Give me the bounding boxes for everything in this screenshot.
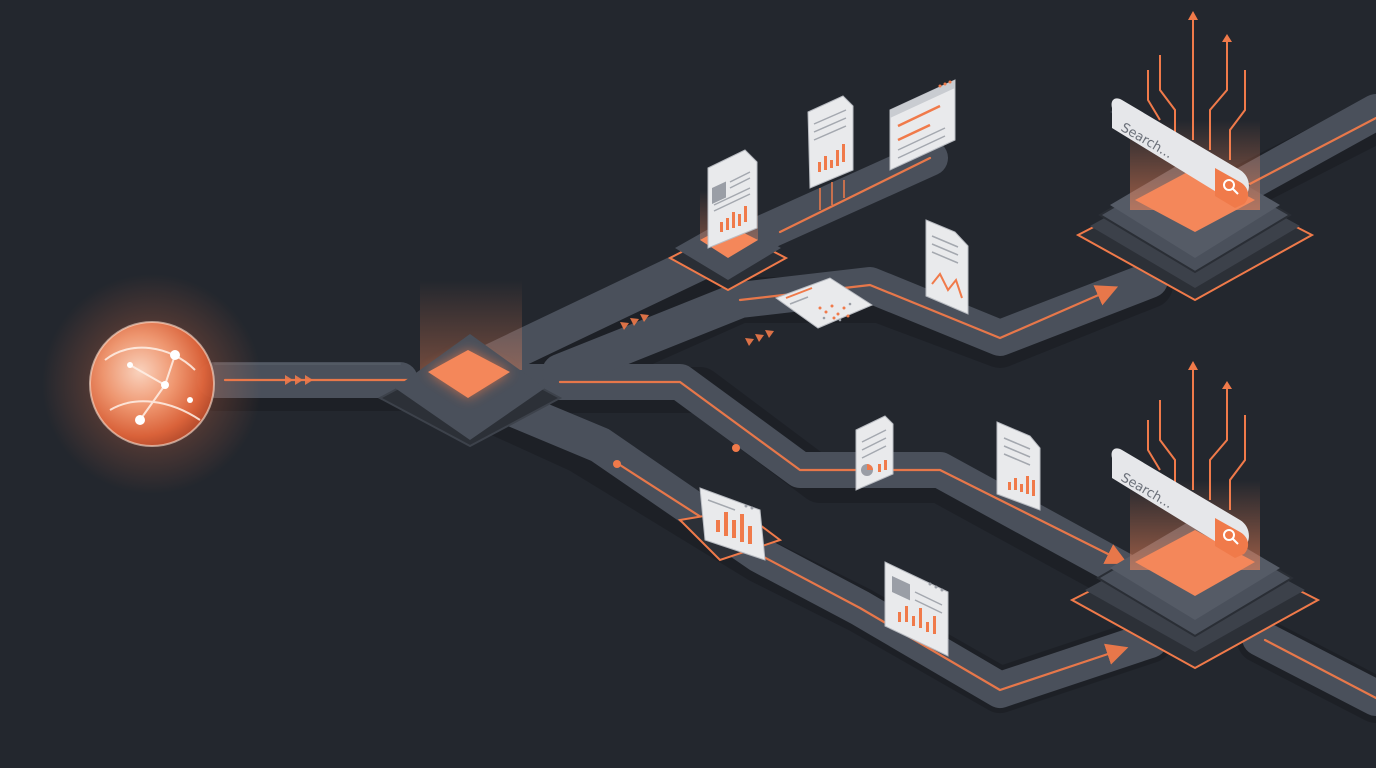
search-station-upper: Search... <box>1075 11 1315 302</box>
browser-window-icon <box>884 561 949 657</box>
browser-window-icon <box>889 79 956 171</box>
document-chart-icon <box>677 487 783 562</box>
document-chart-icon <box>707 149 758 249</box>
search-magnifier-icon <box>1223 529 1239 545</box>
document-chart-icon <box>807 95 854 210</box>
scatter-card-icon <box>774 277 874 329</box>
document-chart-icon <box>925 219 969 315</box>
document-chart-icon <box>996 421 1041 511</box>
document-chart-icon <box>855 415 894 491</box>
search-magnifier-icon <box>1223 179 1239 195</box>
router-hub-icon <box>377 280 563 448</box>
search-station-lower: Search... <box>1069 361 1321 670</box>
search-input-upper[interactable]: Search... <box>1110 98 1250 208</box>
network-globe-icon <box>42 274 262 494</box>
